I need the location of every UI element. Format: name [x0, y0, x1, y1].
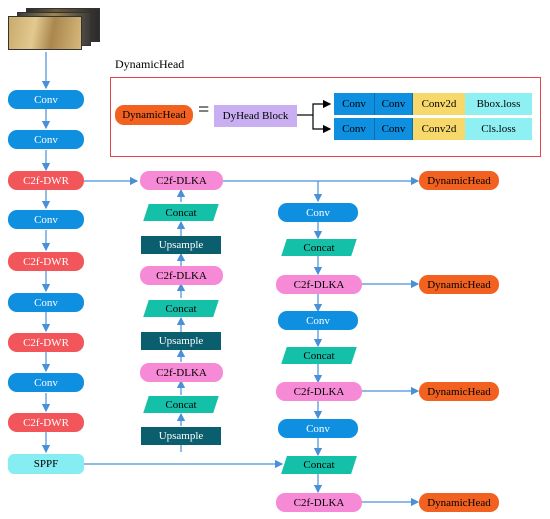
backbone-conv-5: Conv	[8, 373, 84, 392]
backbone-conv-4: Conv	[8, 293, 84, 312]
neck-down-concat-3: Concat	[281, 456, 357, 474]
backbone-conv-1: Conv	[8, 90, 84, 109]
neck-down-conv-2: Conv	[278, 311, 358, 330]
neck-up-concat-2: Concat	[143, 300, 219, 317]
backbone-c2f-dwr-3: C2f-DWR	[8, 333, 84, 352]
neck-upsample-2: Upsample	[141, 332, 221, 350]
legend-cls-loss: Cls.loss	[465, 118, 532, 140]
backbone-c2f-dwr-1: C2f-DWR	[8, 171, 84, 190]
neck-down-conv-3: Conv	[278, 419, 358, 438]
backbone-conv-3: Conv	[8, 210, 84, 229]
backbone-c2f-dwr-2: C2f-DWR	[8, 252, 84, 271]
equals-sign: =	[198, 99, 210, 121]
dynamichead-3: DynamicHead	[419, 382, 499, 401]
legend-conv-1a: Conv	[334, 93, 375, 115]
neck-down-c2f-dlka-2: C2f-DLKA	[276, 382, 362, 401]
dynamichead-1: DynamicHead	[419, 171, 499, 190]
legend-conv2d-2: Conv2d	[413, 118, 465, 140]
neck-up-c2f-dlka-2: C2f-DLKA	[140, 266, 223, 285]
legend-bbox-loss: Bbox.loss	[465, 93, 532, 115]
dynamichead-4: DynamicHead	[419, 493, 499, 512]
neck-down-conv-1: Conv	[278, 203, 358, 222]
neck-up-c2f-dlka-3: C2f-DLKA	[140, 363, 223, 382]
dynamichead-2: DynamicHead	[419, 275, 499, 294]
legend-dynamichead: DynamicHead	[115, 105, 193, 125]
legend-conv-2a: Conv	[334, 118, 375, 140]
backbone-sppf: SPPF	[8, 454, 84, 474]
neck-down-concat-1: Concat	[281, 239, 357, 256]
neck-up-concat-3: Concat	[143, 396, 219, 413]
dyhead-block: DyHead Block	[214, 105, 297, 127]
neck-down-concat-2: Concat	[281, 347, 357, 364]
neck-upsample-1: Upsample	[141, 236, 221, 254]
legend-title: DynamicHead	[115, 57, 185, 71]
backbone-c2f-dwr-4: C2f-DWR	[8, 413, 84, 432]
neck-up-c2f-dlka-1: C2f-DLKA	[140, 171, 223, 190]
neck-upsample-3: Upsample	[141, 427, 221, 445]
neck-down-c2f-dlka-3: C2f-DLKA	[276, 493, 362, 512]
neck-up-concat-1: Concat	[143, 204, 219, 221]
legend-box	[110, 77, 541, 157]
backbone-conv-2: Conv	[8, 130, 84, 149]
legend-conv-2b: Conv	[375, 118, 413, 140]
neck-down-c2f-dlka-1: C2f-DLKA	[276, 275, 362, 294]
legend-conv2d-1: Conv2d	[413, 93, 465, 115]
input-image-front	[8, 16, 82, 50]
legend-conv-1b: Conv	[375, 93, 413, 115]
